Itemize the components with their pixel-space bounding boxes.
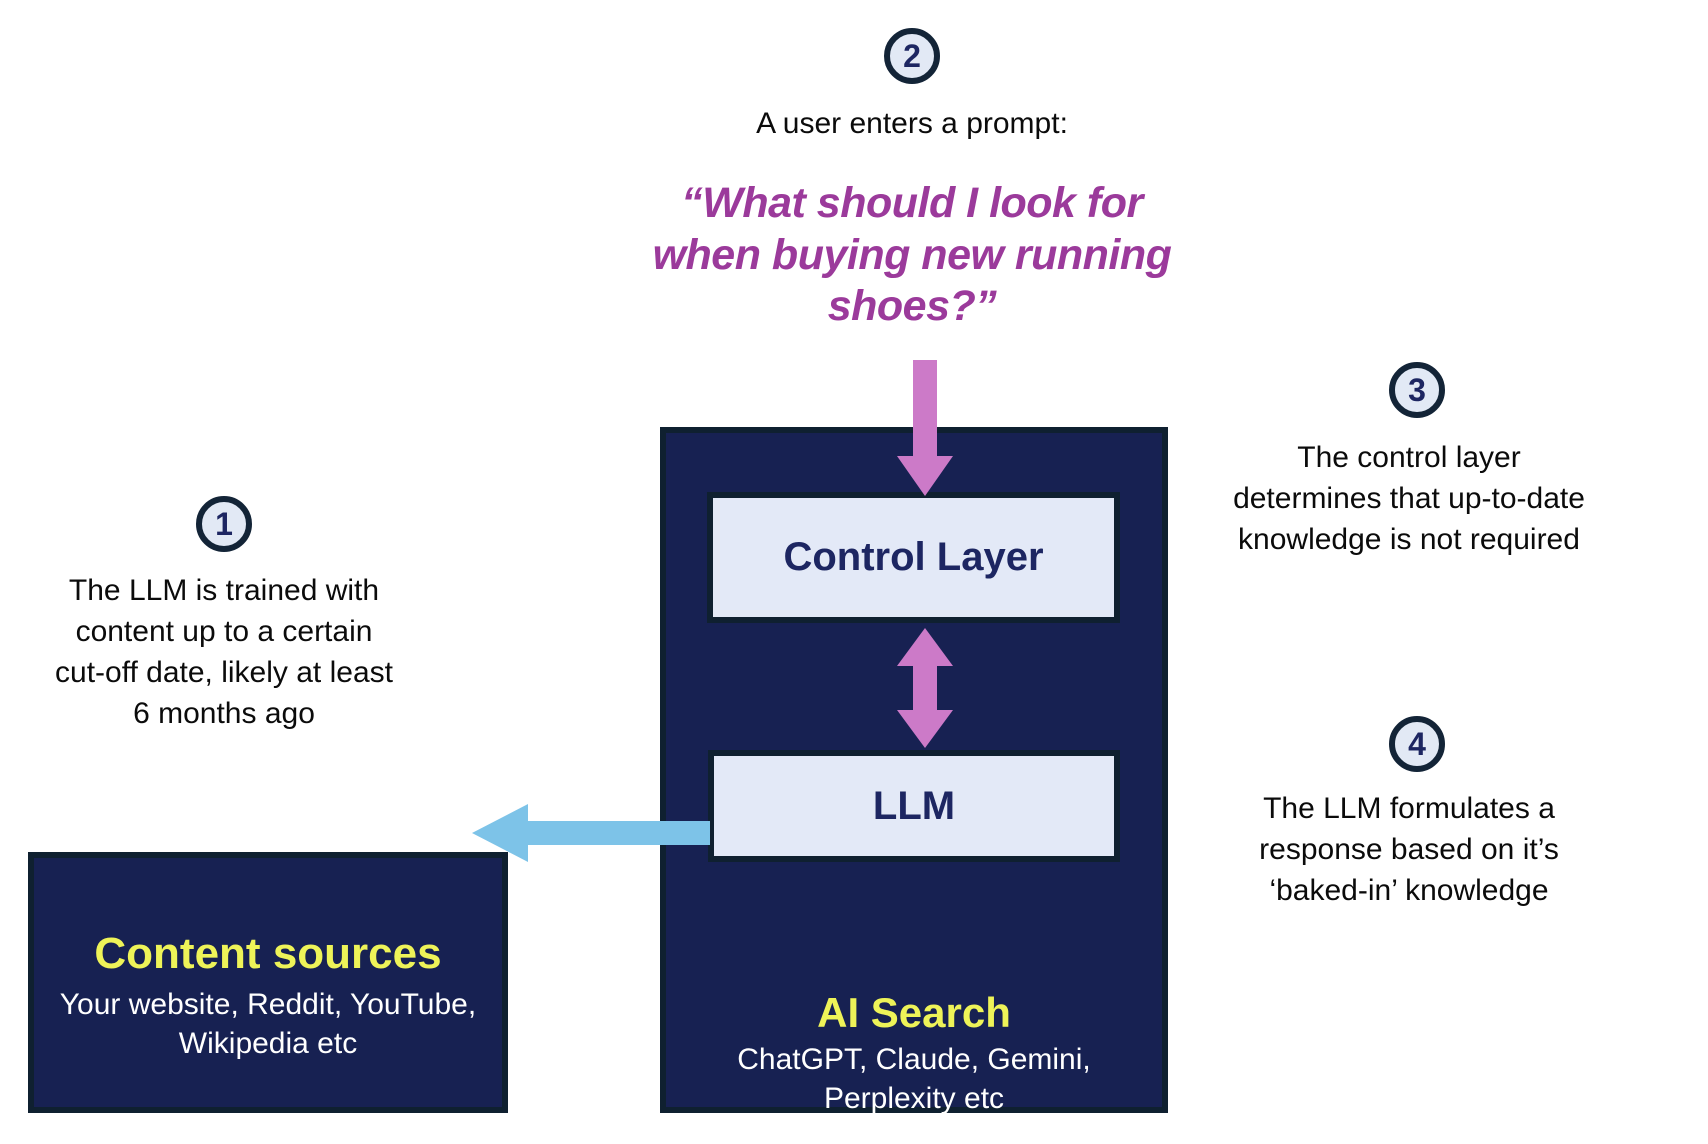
ai-search-title: AI Search — [817, 989, 1011, 1036]
step-badge-1: 1 — [196, 496, 252, 552]
llm-to-content-arrow-icon — [472, 804, 710, 862]
step-badge-4-number: 4 — [1408, 726, 1426, 762]
control-layer-box[interactable]: Control Layer — [707, 492, 1120, 623]
step-badge-4: 4 — [1389, 716, 1445, 772]
user-prompt-quote: “What should I look for when buying new … — [652, 179, 1172, 331]
control-llm-double-arrow-icon — [897, 628, 953, 748]
llm-label: LLM — [872, 783, 956, 828]
content-sources-title: Content sources — [94, 929, 442, 978]
content-sources-box — [28, 852, 508, 1113]
llm-box[interactable]: LLM — [708, 750, 1120, 862]
control-layer-label: Control Layer — [783, 535, 1044, 579]
step-1-description: The LLM is trained with content up to a … — [55, 574, 393, 731]
step-3-description: The control layer determines that up-to-… — [1233, 441, 1585, 557]
ai-search-subtitle: ChatGPT, Claude, Gemini, Perplexity etc — [737, 1043, 1091, 1115]
prompt-down-arrow-icon — [897, 360, 953, 496]
step-badge-2: 2 — [884, 28, 940, 84]
step-badge-2-number: 2 — [903, 38, 921, 74]
content-sources-subtitle: Your website, Reddit, YouTube, Wikipedia… — [59, 988, 477, 1060]
step-badge-3-number: 3 — [1408, 372, 1426, 408]
step-2-lead-in-text: A user enters a prompt: — [756, 107, 1068, 140]
step-badge-3: 3 — [1389, 362, 1445, 418]
step-4-description: The LLM formulates a response based on i… — [1259, 792, 1559, 908]
step-badge-1-number: 1 — [215, 506, 233, 542]
